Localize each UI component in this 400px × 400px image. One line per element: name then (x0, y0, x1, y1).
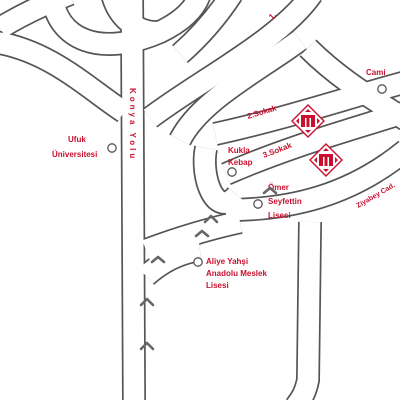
direction-chevron-icon (262, 186, 278, 195)
kukla-label-line1: Kukla (228, 146, 250, 155)
aliye-label-line1: Aliye Yahşi (206, 257, 248, 266)
cami-marker-icon (377, 84, 387, 94)
kukla-marker-icon (227, 167, 237, 177)
direction-chevron-icon (194, 229, 210, 238)
direction-chevron-icon (139, 297, 155, 307)
place-label-omer: Ömer Seyfettin Lisesi (268, 183, 302, 220)
direction-chevron-icon (139, 341, 155, 351)
street-label-top-fragment: 1. (267, 10, 278, 21)
omer-label-line1: Ömer (268, 183, 289, 192)
direction-chevron-icon (150, 255, 166, 264)
place-label-aliye: Aliye Yahşi Anadolu Meslek Lisesi (206, 257, 267, 290)
cami-label: Cami (366, 68, 386, 77)
omer-marker-icon (253, 199, 263, 209)
ufuk-label-line1: Ufuk (68, 135, 86, 144)
aliye-label-line2: Anadolu Meslek (206, 269, 267, 278)
place-label-ufuk: Ufuk Üniversitesi (52, 135, 97, 159)
direction-chevron-icon (203, 214, 219, 224)
omer-label-line3: Lisesi (268, 211, 291, 220)
destination-marker-icon (291, 104, 325, 138)
destination-marker-icon (309, 143, 343, 177)
aliye-label-line3: Lisesi (206, 281, 229, 290)
place-label-cami: Cami (366, 68, 386, 77)
ufuk-label-line2: Üniversitesi (52, 150, 97, 159)
kukla-label-line2: Kebap (228, 158, 253, 167)
place-label-kukla: Kukla Kebap (228, 146, 253, 167)
aliye-marker-icon (193, 257, 203, 267)
street-label-konya-yolu: Konya Yolu (128, 88, 137, 161)
ufuk-marker-icon (107, 143, 117, 153)
omer-label-line2: Seyfettin (268, 197, 302, 206)
